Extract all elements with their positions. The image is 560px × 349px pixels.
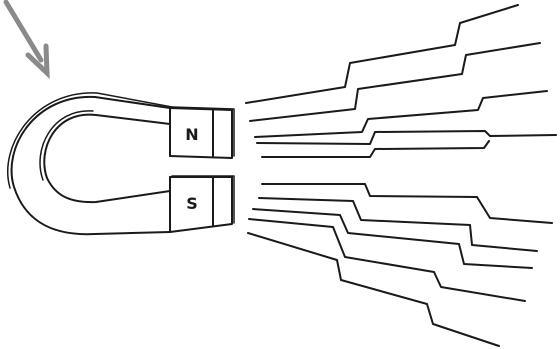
field-line <box>249 219 525 301</box>
pointer-arrow <box>6 2 47 73</box>
field-line <box>255 91 547 137</box>
field-line <box>262 184 552 223</box>
field-lines <box>246 5 556 346</box>
north-pole-label: N <box>185 125 198 144</box>
horseshoe-magnet <box>8 93 234 234</box>
field-line <box>257 131 556 144</box>
south-pole-label: S <box>186 194 198 213</box>
